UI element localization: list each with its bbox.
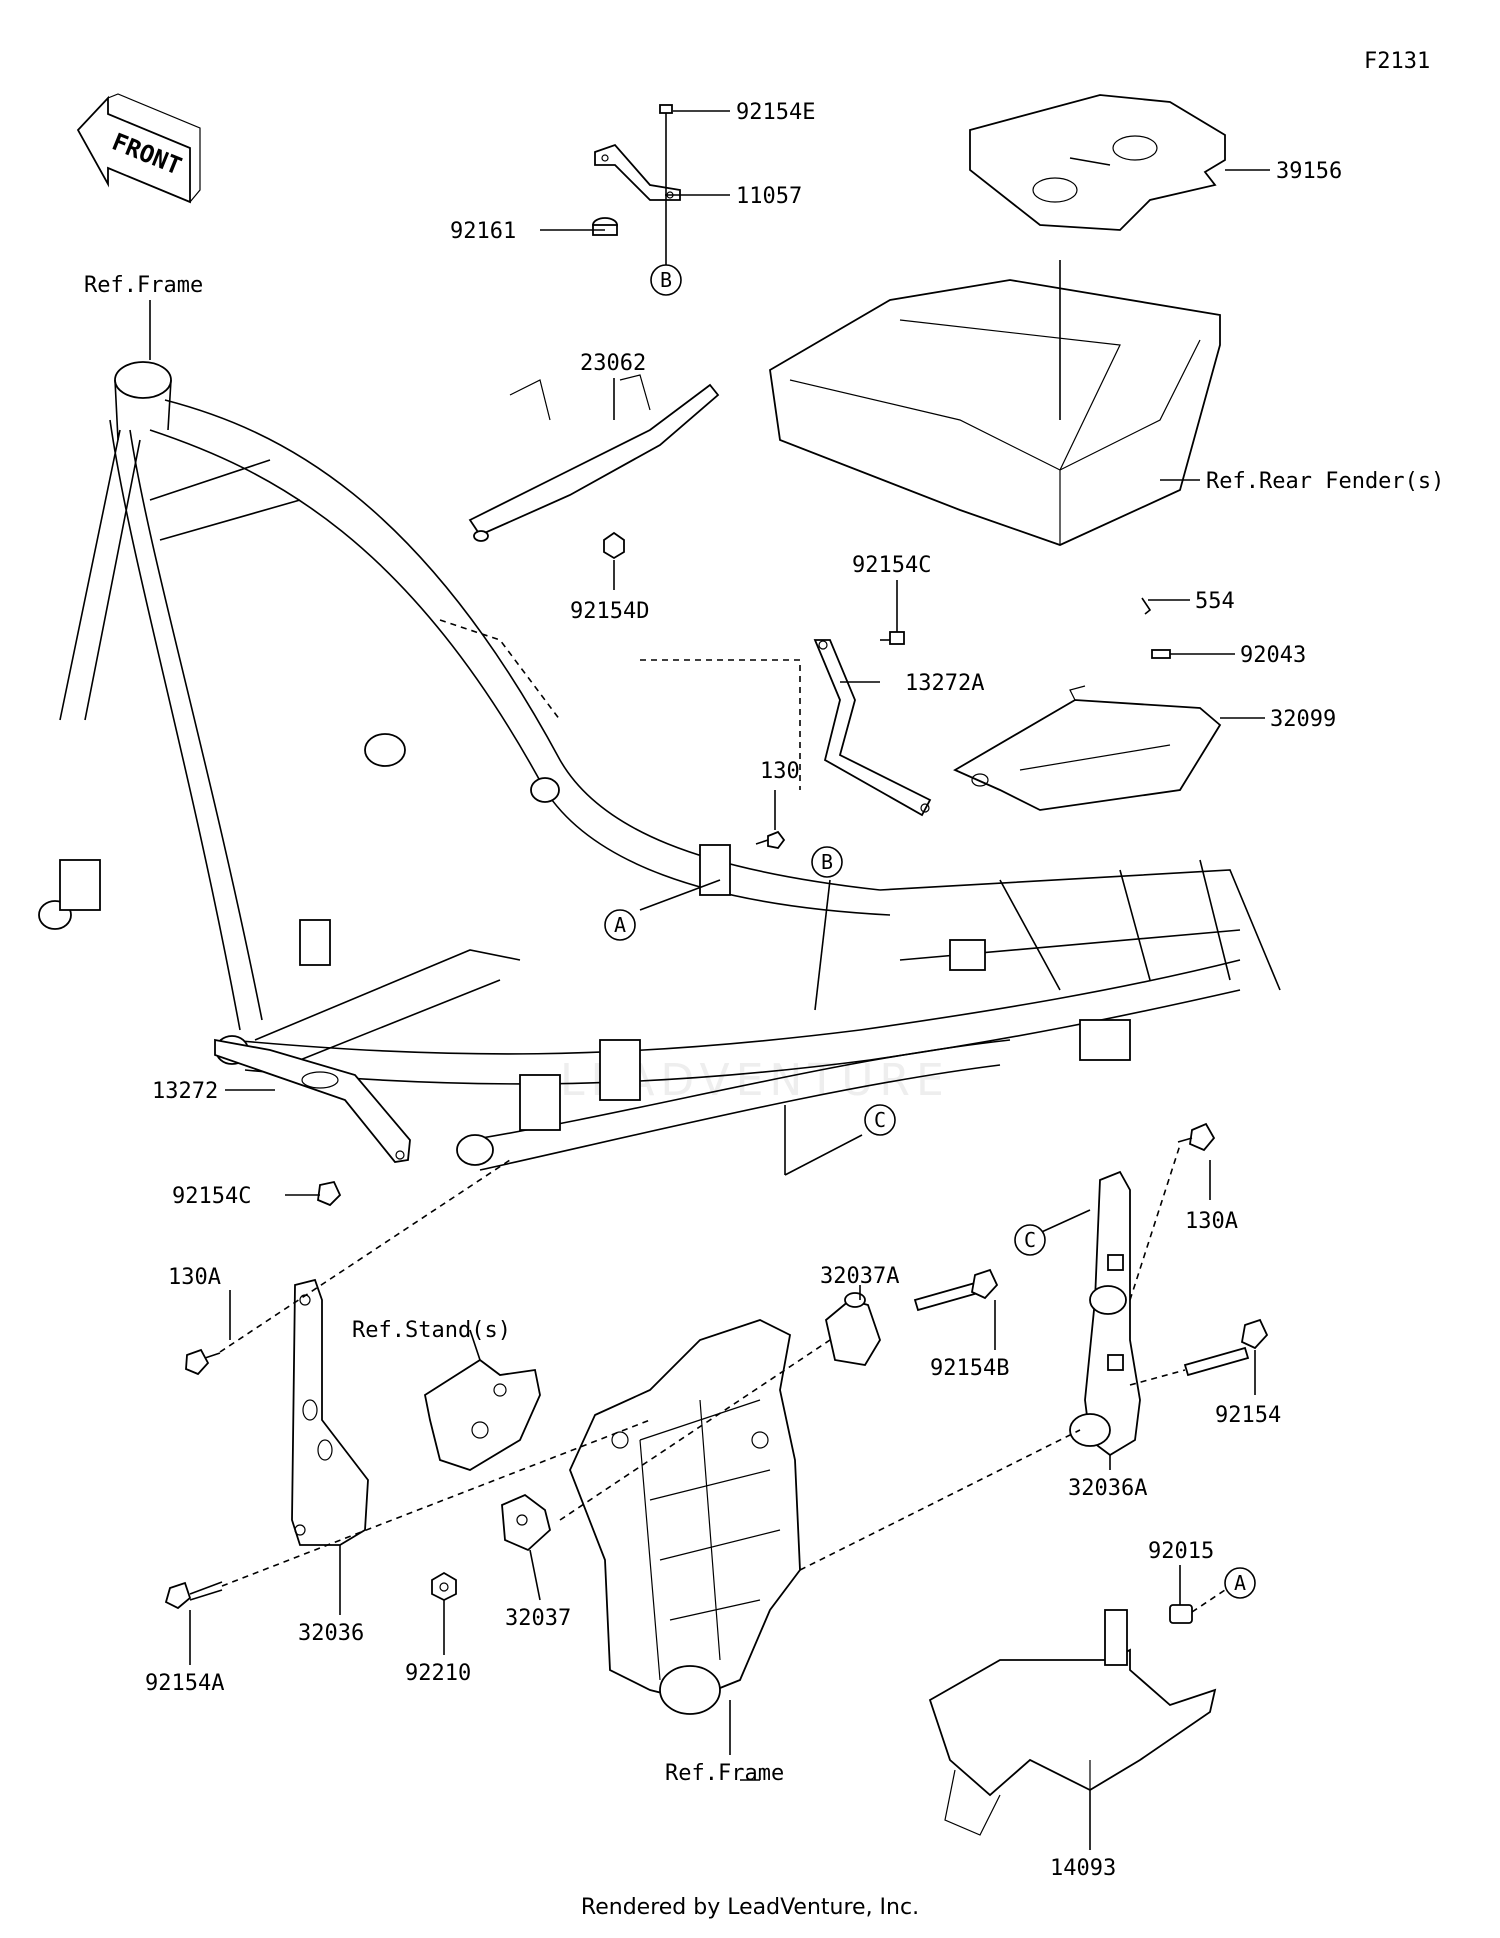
bolt-92154E-icon bbox=[659, 104, 673, 128]
lower-frame-casting-drawing bbox=[569, 1319, 801, 1715]
label-92210: 92210 bbox=[405, 1661, 471, 1686]
stay-13272-drawing bbox=[214, 1038, 411, 1163]
bolt-92154C-left-icon bbox=[317, 1180, 342, 1207]
main-frame-drawing bbox=[38, 361, 1281, 1171]
figure-code: F2131 bbox=[1364, 49, 1430, 74]
label-92154C-top: 92154C bbox=[852, 553, 931, 578]
label-32037: 32037 bbox=[505, 1606, 571, 1631]
bracket-23062-drawing bbox=[468, 374, 720, 542]
label-130A-right: 130A bbox=[1185, 1209, 1238, 1234]
callout-b-mid: B bbox=[811, 846, 843, 878]
bolt-92154A-icon bbox=[164, 1581, 223, 1610]
label-92154A: 92154A bbox=[145, 1671, 224, 1696]
callout-a-mid: A bbox=[604, 909, 636, 941]
label-92154D: 92154D bbox=[570, 599, 649, 624]
bracket-32036A-drawing bbox=[1069, 1170, 1141, 1457]
label-32037A: 32037A bbox=[820, 1264, 899, 1289]
grommet-92161-icon bbox=[592, 217, 618, 236]
label-130: 130 bbox=[760, 759, 800, 784]
label-92154C-left: 92154C bbox=[172, 1184, 251, 1209]
svg-text:A: A bbox=[614, 913, 626, 937]
label-32036: 32036 bbox=[298, 1621, 364, 1646]
ref-stand: Ref.Stand(s) bbox=[352, 1318, 511, 1343]
clip-554-icon bbox=[1141, 597, 1152, 615]
label-92154E: 92154E bbox=[736, 100, 815, 125]
label-130A-left: 130A bbox=[168, 1265, 221, 1290]
svg-text:B: B bbox=[821, 850, 833, 874]
bolt-92154-icon bbox=[1183, 1318, 1269, 1377]
callout-b-top: B bbox=[650, 264, 682, 296]
svg-text:B: B bbox=[660, 268, 672, 292]
nut-92210-icon bbox=[431, 1571, 457, 1602]
label-11057: 11057 bbox=[736, 184, 802, 209]
rear-fender-drawing bbox=[769, 279, 1221, 546]
leader-lines bbox=[149, 110, 1270, 1850]
callout-a-bottom: A bbox=[1224, 1567, 1256, 1599]
label-32036A: 32036A bbox=[1068, 1476, 1147, 1501]
bolt-130A-right-icon bbox=[1177, 1122, 1216, 1152]
label-92043: 92043 bbox=[1240, 643, 1306, 668]
pin-92043-icon bbox=[1151, 649, 1171, 659]
label-13272: 13272 bbox=[152, 1079, 218, 1104]
label-39156: 39156 bbox=[1276, 159, 1342, 184]
label-92154: 92154 bbox=[1215, 1403, 1281, 1428]
label-23062: 23062 bbox=[580, 351, 646, 376]
bolt-92154D-icon bbox=[603, 531, 625, 560]
footer-credit: Rendered by LeadVenture, Inc. bbox=[580, 1895, 920, 1920]
collar-92015-icon bbox=[1169, 1604, 1193, 1624]
bolt-130A-left-icon bbox=[185, 1348, 221, 1376]
stay-13272A-drawing bbox=[813, 639, 932, 817]
plate-32037-drawing bbox=[501, 1493, 552, 1552]
stand-bracket-drawing bbox=[423, 1358, 541, 1471]
front-arrow-icon: FRONT bbox=[76, 93, 201, 204]
bracket-11057-drawing bbox=[594, 143, 681, 201]
bolt-92154C-top-icon bbox=[880, 631, 905, 645]
callout-c-mid: C bbox=[864, 1104, 896, 1136]
ref-frame-top: Ref.Frame bbox=[84, 273, 203, 298]
callout-c-right: C bbox=[1014, 1224, 1046, 1256]
battery-cover-39156-drawing bbox=[969, 94, 1226, 231]
cover-32099-drawing bbox=[953, 685, 1222, 811]
label-92015: 92015 bbox=[1148, 1539, 1214, 1564]
label-92154B: 92154B bbox=[930, 1356, 1009, 1381]
svg-text:C: C bbox=[1024, 1228, 1036, 1252]
label-32099: 32099 bbox=[1270, 707, 1336, 732]
bolt-130-icon bbox=[755, 830, 786, 849]
label-13272A: 13272A bbox=[905, 671, 984, 696]
label-14093: 14093 bbox=[1050, 1856, 1116, 1881]
ref-rear-fender: Ref.Rear Fender(s) bbox=[1206, 469, 1444, 494]
bracket-14093-drawing bbox=[928, 1609, 1217, 1836]
label-554: 554 bbox=[1195, 589, 1235, 614]
svg-text:A: A bbox=[1234, 1571, 1246, 1595]
bolt-92154B-icon bbox=[913, 1268, 999, 1312]
bracket-32036-drawing bbox=[291, 1278, 369, 1546]
plate-32037A-drawing bbox=[825, 1292, 881, 1366]
ref-frame-bottom: Ref.Frame bbox=[665, 1761, 784, 1786]
label-92161: 92161 bbox=[450, 219, 516, 244]
svg-text:C: C bbox=[874, 1108, 886, 1132]
